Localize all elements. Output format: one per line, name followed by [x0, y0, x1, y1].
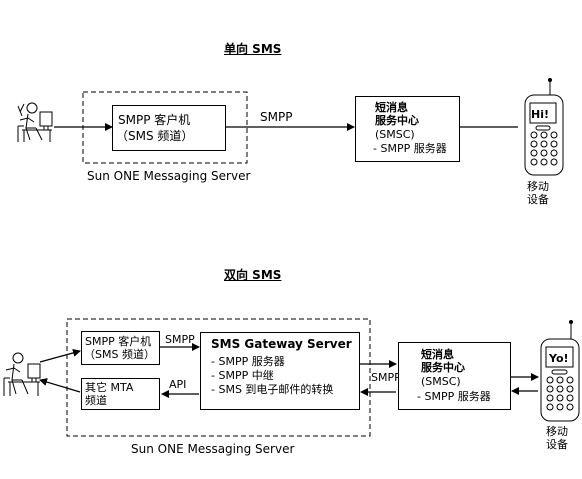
one-way-smpp-client-box: SMPP 客户机 （SMS 频道） [112, 105, 226, 151]
two-way-server-label: Sun ONE Messaging Server [131, 442, 295, 456]
two-way-gateway-item-2: - SMPP 中继 [211, 369, 274, 382]
user-workstation-icon [17, 102, 53, 142]
one-way-phone-screen-text: Hi! [531, 108, 549, 121]
one-way-smsc-line2: 服务中心 [375, 114, 419, 127]
two-way-smsc-line4: - SMPP 服务器 [417, 390, 491, 403]
one-way-smsc-line4: - SMPP 服务器 [373, 142, 447, 155]
two-way-title: 双向 SMS [224, 268, 282, 282]
two-way-phone-screen-text: Yo! [549, 352, 569, 365]
two-way-device-label-1: 移动 [546, 425, 568, 438]
two-way-mta-channel-box: 其它 MTA 频道 [81, 378, 160, 410]
one-way-title: 单向 SMS [224, 42, 282, 56]
two-way-smpp-label: SMPP [165, 333, 195, 346]
one-way-device-label-2: 设备 [527, 193, 549, 206]
two-way-smsc-box: 短消息 服务中心 (SMSC) - SMPP 服务器 [398, 342, 511, 410]
two-way-gateway-item-3: - SMS 到电子邮件的转换 [211, 383, 334, 396]
two-way-server-boundary [66, 318, 371, 437]
two-way-user-to-client-arrow [39, 348, 81, 363]
mobile-device-icon-bottom [540, 320, 580, 422]
two-way-gateway-item-1: - SMPP 服务器 [211, 355, 285, 368]
two-way-smsc-line3: (SMSC) [421, 375, 461, 388]
two-way-client-line1: SMPP 客户机 [85, 335, 152, 348]
one-way-protocol-label: SMPP [260, 110, 293, 124]
two-way-gateway-title: SMS Gateway Server [211, 337, 352, 351]
one-way-smsc-box: 短消息 服务中心 (SMSC) - SMPP 服务器 [355, 96, 460, 162]
two-way-smpp-label-right: SMPP [371, 371, 401, 384]
two-way-client-line2: （SMS 频道） [84, 348, 155, 361]
two-way-device-label-2: 设备 [546, 438, 568, 451]
two-way-smsc-line1: 短消息 [421, 348, 454, 361]
user-workstation-icon-2 [3, 352, 41, 396]
one-way-device-label-1: 移动 [527, 180, 549, 193]
two-way-mta-line1: 其它 MTA [85, 381, 134, 394]
one-way-smsc-line3: (SMSC) [375, 128, 415, 141]
one-way-client-line2: （SMS 频道） [116, 129, 194, 143]
two-way-smpp-client-box: SMPP 客户机 （SMS 频道） [81, 331, 160, 365]
two-way-smsc-line2: 服务中心 [421, 361, 465, 374]
one-way-smsc-line1: 短消息 [375, 101, 408, 114]
two-way-mta-to-user-arrow [39, 378, 81, 393]
two-way-api-label: API [169, 378, 187, 391]
one-way-server-label: Sun ONE Messaging Server [87, 169, 251, 183]
mobile-device-icon-top [524, 78, 564, 176]
two-way-mta-line2: 频道 [85, 394, 107, 407]
one-way-client-line1: SMPP 客户机 [118, 113, 191, 127]
two-way-gateway-box: SMS Gateway Server - SMPP 服务器 - SMPP 中继 … [200, 332, 360, 410]
